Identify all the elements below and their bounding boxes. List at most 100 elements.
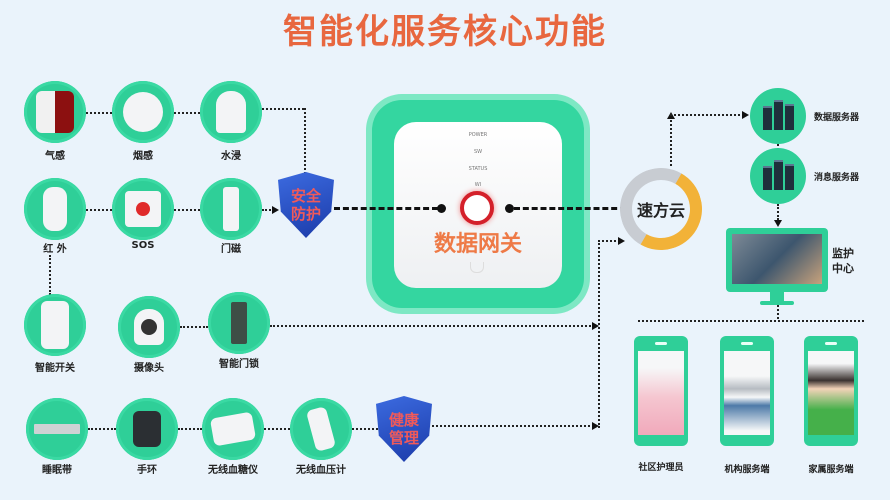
- led-wi: WI: [474, 182, 482, 188]
- cloud-label: 速方云: [636, 201, 686, 221]
- led-status: STATUS: [468, 166, 488, 172]
- device-label: 无线血糖仪: [208, 465, 258, 476]
- connector: [86, 112, 112, 114]
- device-door-magnet: [200, 178, 262, 240]
- connector: [777, 305, 779, 319]
- device-gas-sensor: [24, 81, 86, 143]
- door-magnet-icon: [223, 187, 239, 231]
- server-icon: [773, 160, 783, 190]
- monitor-label-line1: 监护: [832, 247, 854, 260]
- endpoint-family: [804, 336, 858, 446]
- data-server: [750, 88, 806, 144]
- monitor-label-line2: 中心: [832, 262, 854, 275]
- page-title: 智能化服务核心功能: [283, 12, 607, 52]
- device-smoke-detector: [112, 81, 174, 143]
- gateway-logo-icon: [470, 262, 484, 273]
- device-label: 气感: [45, 151, 65, 162]
- sos-button-icon: [125, 191, 161, 227]
- arrow-right-icon: [742, 111, 749, 119]
- connector: [264, 428, 290, 430]
- connector: [432, 425, 594, 427]
- connector: [180, 326, 208, 328]
- led-power: POWER: [468, 132, 488, 138]
- device-label: 手环: [137, 465, 157, 476]
- connector: [178, 428, 202, 430]
- server-icon: [762, 106, 772, 130]
- device-camera: [118, 296, 180, 358]
- connector: [670, 116, 672, 166]
- connector: [86, 209, 112, 211]
- connector: [638, 320, 864, 322]
- device-water-sensor: [200, 81, 262, 143]
- server-icon: [762, 166, 772, 190]
- gateway-power-ring-icon: [460, 191, 494, 225]
- device-blood-pressure-meter: [290, 398, 352, 460]
- arrow-down-icon: [774, 220, 782, 227]
- server-icon: [784, 104, 794, 130]
- endpoint-label: 家属服务端: [808, 465, 854, 475]
- shield-text: 健康: [388, 411, 419, 429]
- device-glucose-meter: [202, 398, 264, 460]
- arrow-right-icon: [592, 422, 599, 430]
- phone-speaker: [741, 342, 753, 345]
- device-label: 无线血压计: [296, 465, 346, 476]
- connector: [777, 144, 779, 150]
- device-label: 摄像头: [134, 363, 164, 374]
- server-label: 消息服务器: [814, 173, 860, 183]
- endpoint-institution: [720, 336, 774, 446]
- smart-lock-icon: [231, 302, 247, 344]
- camera-icon: [134, 309, 164, 345]
- connector: [777, 204, 779, 220]
- link-dot-icon: [505, 204, 514, 213]
- gateway-link-in: [334, 207, 438, 210]
- blood-pressure-meter-icon: [305, 406, 337, 452]
- arrow-right-icon: [272, 206, 279, 214]
- phone-speaker: [825, 342, 837, 345]
- endpoint-community-nurse: [634, 336, 688, 446]
- infrared-sensor-icon: [43, 187, 67, 231]
- server-icon: [784, 164, 794, 190]
- phone-speaker: [655, 342, 667, 345]
- connector: [270, 325, 594, 327]
- connector: [174, 209, 200, 211]
- gateway-link-out: [514, 207, 626, 210]
- device-smart-switch: [24, 294, 86, 356]
- connector: [262, 108, 304, 110]
- message-server: [750, 148, 806, 204]
- smart-switch-icon: [41, 301, 69, 349]
- device-label: SOS: [131, 240, 155, 251]
- connector: [352, 428, 378, 430]
- server-label: 数据服务器: [814, 113, 860, 123]
- smoke-detector-icon: [123, 92, 163, 132]
- family-illustration-icon: [808, 351, 854, 435]
- shield-text: 安全: [290, 187, 321, 205]
- link-dot-icon: [437, 204, 446, 213]
- device-label: 睡眠带: [42, 465, 72, 476]
- monitor-base: [760, 301, 794, 305]
- connector: [670, 114, 744, 116]
- led-sw: SW: [473, 149, 483, 155]
- monitor-screen-image: [732, 234, 822, 284]
- arrow-right-icon: [618, 237, 625, 245]
- connector: [174, 112, 200, 114]
- gateway-label: 数据网关: [433, 232, 522, 257]
- device-sleep-belt: [26, 398, 88, 460]
- office-worker-illustration-icon: [724, 351, 770, 435]
- nurse-illustration-icon: [638, 351, 684, 435]
- gas-sensor-icon: [36, 91, 74, 133]
- device-label: 智能开关: [35, 363, 75, 374]
- device-sos-button: [112, 178, 174, 240]
- monitoring-center-screen: [726, 228, 828, 292]
- connector: [598, 240, 620, 242]
- server-icon: [773, 100, 783, 130]
- endpoint-label: 机构服务端: [724, 465, 770, 475]
- device-label: 烟感: [133, 151, 153, 162]
- device-label: 门磁: [221, 244, 241, 255]
- health-shield: 健康 管理: [376, 396, 432, 462]
- endpoint-label: 社区护理员: [638, 463, 684, 473]
- connector: [598, 240, 600, 428]
- device-label: 智能门锁: [219, 359, 259, 370]
- monitor-stand: [770, 292, 784, 302]
- security-shield: 安全 防护: [278, 172, 334, 238]
- arrow-right-icon: [592, 322, 599, 330]
